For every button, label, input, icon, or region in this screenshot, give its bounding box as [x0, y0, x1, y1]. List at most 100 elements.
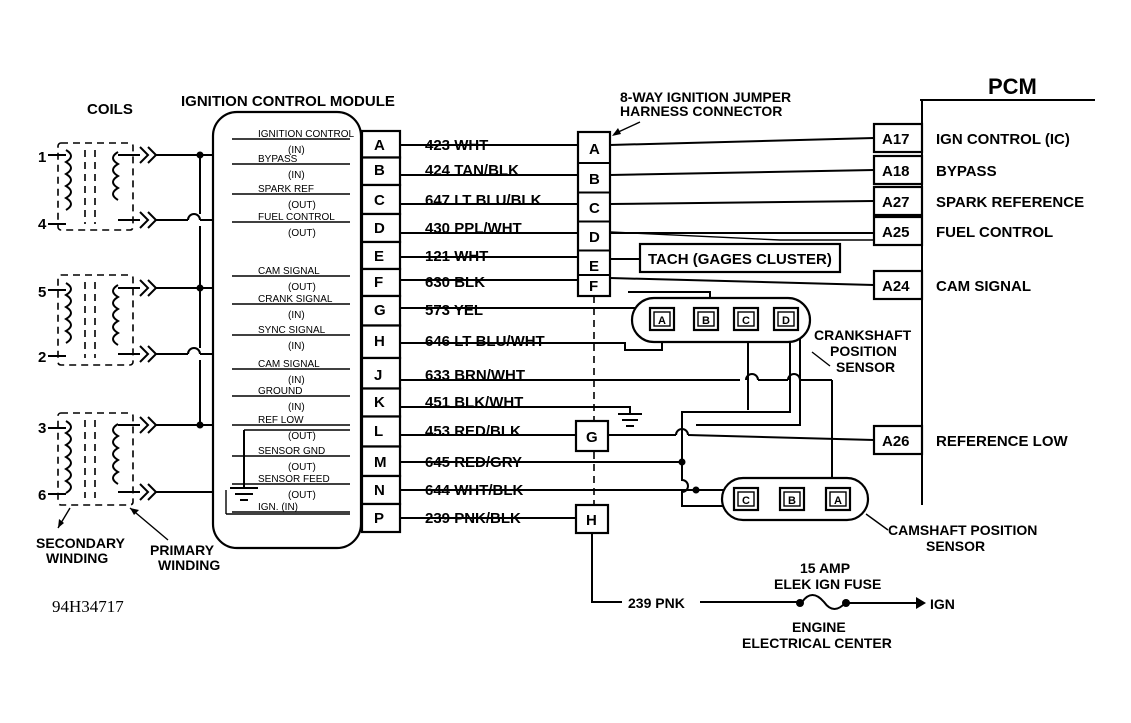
jumper-pin: A — [589, 141, 600, 158]
pcm-pin-number: A17 — [882, 131, 910, 148]
crank-pin: C — [732, 306, 760, 332]
icm-pin-letter: A — [374, 137, 385, 154]
pcm-pin: A18 BYPASS — [872, 154, 997, 186]
icm-signal-label: CAM SIGNAL — [258, 359, 320, 370]
cam-pin-label: B — [788, 495, 796, 507]
icm-signal-label: SYNC SIGNAL — [258, 325, 326, 336]
cam-sensor-label: SENSOR — [926, 538, 985, 554]
pcm-pin-description: SPARK REFERENCE — [936, 194, 1084, 211]
jumper-pin-label: E — [589, 258, 599, 275]
pcm-pin-number: A18 — [882, 163, 910, 180]
coil-to-icm-wiring — [156, 151, 218, 493]
icm-pin-letter: C — [374, 192, 385, 209]
coil-number: 2 — [38, 349, 46, 366]
fuse-label-line2: ELEK IGN FUSE — [774, 576, 881, 592]
jumper-pin-label: H — [586, 512, 597, 529]
icm-pin-box — [360, 129, 402, 159]
coil-number: 1 — [38, 149, 46, 166]
coil-assembly — [48, 142, 218, 506]
icm-signal-direction: (IN) — [288, 375, 305, 386]
secondary-winding-label: SECONDARY — [36, 535, 126, 551]
icm-signal-label: IGN. (IN) — [258, 502, 298, 513]
wire-239-pnk-label: 239 PNK — [628, 595, 685, 611]
crankshaft-position-sensor — [630, 296, 812, 344]
pcm-pin-box — [872, 424, 924, 456]
icm-signal-direction: (OUT) — [288, 431, 316, 442]
cam-pin: C — [732, 486, 760, 512]
icm-pin-letter: P — [374, 510, 384, 527]
pcm-pin-number: A25 — [882, 224, 910, 241]
icm-signal-label: GROUND — [258, 386, 302, 397]
crank-sensor-label: POSITION — [830, 343, 897, 359]
jumper-pin-g: G — [574, 419, 610, 453]
jumper-pin-label: C — [589, 200, 600, 217]
crank-pin: D — [772, 306, 800, 332]
jumper-pin: F — [578, 274, 610, 295]
cam-sensor-label: CAMSHAFT POSITION — [888, 522, 1037, 538]
coil-number-labels: 1 4 5 2 3 6 — [38, 149, 47, 504]
jumper-pin: B — [578, 162, 610, 188]
pcm-pin-box — [872, 215, 924, 247]
wire-label: 633 BRN/WHT — [425, 367, 525, 384]
figure-id: 94H34717 — [52, 597, 124, 616]
cam-pin-label: C — [742, 495, 750, 507]
icm-signal-direction: (IN) — [288, 170, 305, 181]
wire-label: 451 BLK/WHT — [425, 394, 523, 411]
icm-pin-letter: L — [374, 423, 383, 440]
wire-label: 647 LT BLU/BLK — [425, 192, 542, 209]
pcm-pin-description: BYPASS — [936, 163, 997, 180]
coil-number: 6 — [38, 487, 46, 504]
wire-label: 630 BLK — [425, 274, 485, 291]
icm-signal-label: CAM SIGNAL — [258, 266, 320, 277]
crank-pin: B — [692, 306, 720, 332]
jumper-connector-upper-body — [576, 130, 612, 298]
icm-pin-letter: N — [374, 482, 385, 499]
icm-pin-box — [360, 415, 402, 448]
crank-pin-label: C — [742, 315, 750, 327]
harness-wires — [400, 137, 926, 610]
icm-signal-direction: (IN) — [288, 310, 305, 321]
fuse-label-line1: 15 AMP — [800, 560, 850, 576]
jumper-pin-label: F — [589, 278, 598, 295]
jumper-pin: C — [578, 191, 610, 217]
icm-title: IGNITION CONTROL MODULE — [181, 93, 395, 110]
icm-signal-direction: (OUT) — [288, 282, 316, 293]
coil-pair-5-2 — [48, 274, 140, 366]
icm-pin-letter: M — [374, 454, 387, 471]
icm-ground-symbol — [225, 429, 350, 515]
pcm-pin-number: A24 — [882, 278, 910, 295]
cam-pin: B — [778, 486, 806, 512]
icm-signal-label: CRANK SIGNAL — [258, 294, 333, 305]
icm-signal-label: SPARK REF — [258, 184, 314, 195]
pcm-pin-description: REFERENCE LOW — [936, 433, 1069, 450]
coil-number: 5 — [38, 284, 46, 301]
icm-pin-letter: F — [374, 274, 383, 291]
icm-pin-box — [360, 267, 402, 298]
icm-signal-direction: (OUT) — [288, 462, 316, 473]
pcm-pin-description: FUEL CONTROL — [936, 224, 1053, 241]
coil-pair-1-4 — [48, 142, 140, 231]
icm-signal-label: SENSOR FEED — [258, 474, 330, 485]
jumper-pin: E — [578, 249, 610, 275]
icm-pin-letter: D — [374, 220, 385, 237]
jumper-title-line2: HARNESS CONNECTOR — [620, 103, 782, 119]
tach-gages-cluster-box — [638, 242, 842, 274]
icm-signal-label: BYPASS — [258, 154, 298, 165]
crank-pin-label: A — [658, 315, 666, 327]
jumper-pin-label: A — [589, 141, 600, 158]
icm-signal-direction: (IN) — [288, 402, 305, 413]
coils-title: COILS — [87, 101, 133, 118]
ign-label: IGN — [930, 596, 955, 612]
icm-signal-direction: (OUT) — [288, 200, 316, 211]
jumper-pin-h: H — [574, 503, 610, 535]
pcm-pin-description: IGN CONTROL (IC) — [936, 131, 1070, 148]
wire-label: 646 LT BLU/WHT — [425, 333, 545, 350]
cam-pin-label: A — [834, 495, 842, 507]
icm-pin-box — [360, 156, 402, 187]
